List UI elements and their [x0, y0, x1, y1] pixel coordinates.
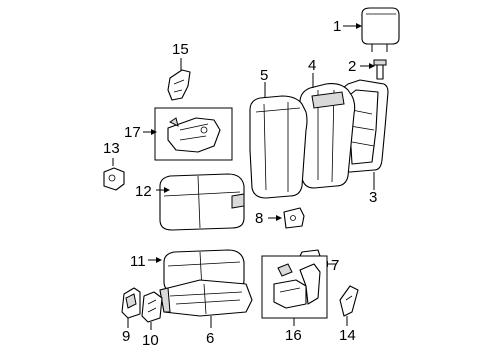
cover-10-part [141, 291, 163, 323]
callout-17-arrow [151, 129, 157, 135]
callout-2: 2 [348, 58, 356, 75]
callout-2-arrow [369, 63, 375, 69]
callout-10: 10 [142, 332, 159, 349]
callout-17: 17 [124, 124, 141, 141]
headrest-part [361, 7, 400, 52]
trim-14-part [339, 285, 359, 317]
callout-13: 13 [103, 140, 120, 157]
callout-6: 6 [206, 330, 214, 347]
callout-16: 16 [285, 327, 302, 344]
bracket-13-part [103, 167, 125, 191]
callout-4: 4 [308, 57, 316, 74]
seatback-cover-part [249, 95, 308, 199]
callout-14: 14 [339, 327, 356, 344]
bracket-8-part [283, 207, 305, 229]
cover-9-part [121, 287, 141, 319]
callout-12-arrow [164, 187, 170, 193]
callout-3: 3 [369, 189, 377, 206]
callout-12: 12 [135, 183, 152, 200]
latch-part [273, 263, 321, 309]
callout-15: 15 [172, 41, 189, 58]
callout-8-arrow [276, 215, 282, 221]
callout-1: 1 [333, 18, 341, 35]
callout-1-arrow [356, 23, 362, 29]
callout-7: 7 [331, 257, 339, 274]
cushion-pad-part [163, 249, 245, 293]
hinge-cover-part [167, 69, 191, 101]
seatback-pad-part [299, 83, 356, 189]
cushion-cover-part [159, 173, 245, 231]
hinge-part [167, 117, 221, 153]
cushion-frame-part [159, 279, 253, 317]
callout-8: 8 [255, 210, 263, 227]
guide-part [373, 59, 387, 80]
callout-9: 9 [122, 328, 130, 345]
callout-5: 5 [260, 67, 268, 84]
callout-11: 11 [130, 253, 146, 270]
callout-11-arrow [156, 257, 162, 263]
